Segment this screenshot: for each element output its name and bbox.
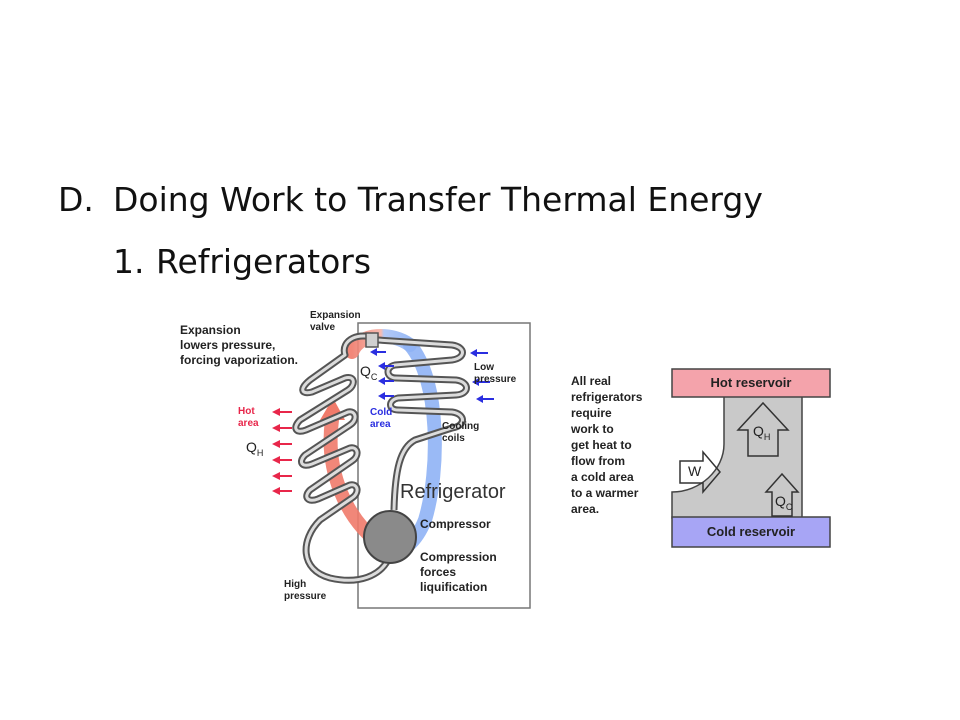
cold-reservoir-label: Cold reservoir — [706, 524, 796, 539]
compressor-label: Compressor — [420, 517, 491, 531]
compression-note: Compression forces liquification — [420, 550, 497, 594]
heading-letter: D. — [58, 180, 94, 219]
cold-area-label: Cold area — [370, 407, 393, 430]
hot-area-label: Hot area — [238, 406, 259, 429]
work-arrow — [679, 449, 721, 495]
subheading-number: 1. — [113, 242, 145, 281]
qc-label-right: QC — [775, 493, 793, 512]
expansion-valve-label: Expansion valve — [310, 310, 361, 333]
subheading-text: Refrigerators — [156, 242, 372, 281]
qc-arrow — [764, 472, 800, 517]
qh-label-left: QH — [246, 439, 264, 458]
qh-arrow — [736, 401, 790, 457]
reservoir-note: All real refrigerators require work to g… — [571, 374, 643, 516]
expansion-valve — [365, 332, 379, 348]
cooling-coils-label: Cooling coils — [442, 421, 480, 444]
hot-reservoir-label: Hot reservoir — [710, 375, 792, 390]
slide-title: Doing Work to Transfer Thermal Energy — [113, 180, 763, 219]
qh-label-right: QH — [753, 423, 771, 442]
cold-reservoir — [671, 516, 831, 548]
hot-reservoir — [671, 368, 831, 398]
work-label: W — [688, 463, 702, 479]
refrigerator-label: Refrigerator — [400, 481, 506, 503]
compressor — [363, 510, 417, 564]
hot-area-arrows — [272, 408, 292, 495]
cold-area-arrows — [370, 348, 494, 403]
expansion-note: Expansion lowers pressure, forcing vapor… — [180, 323, 299, 367]
low-pressure-label: Low pressure — [474, 362, 517, 385]
high-pressure-label: High pressure — [284, 579, 327, 602]
qc-label-left: QC — [360, 363, 378, 382]
